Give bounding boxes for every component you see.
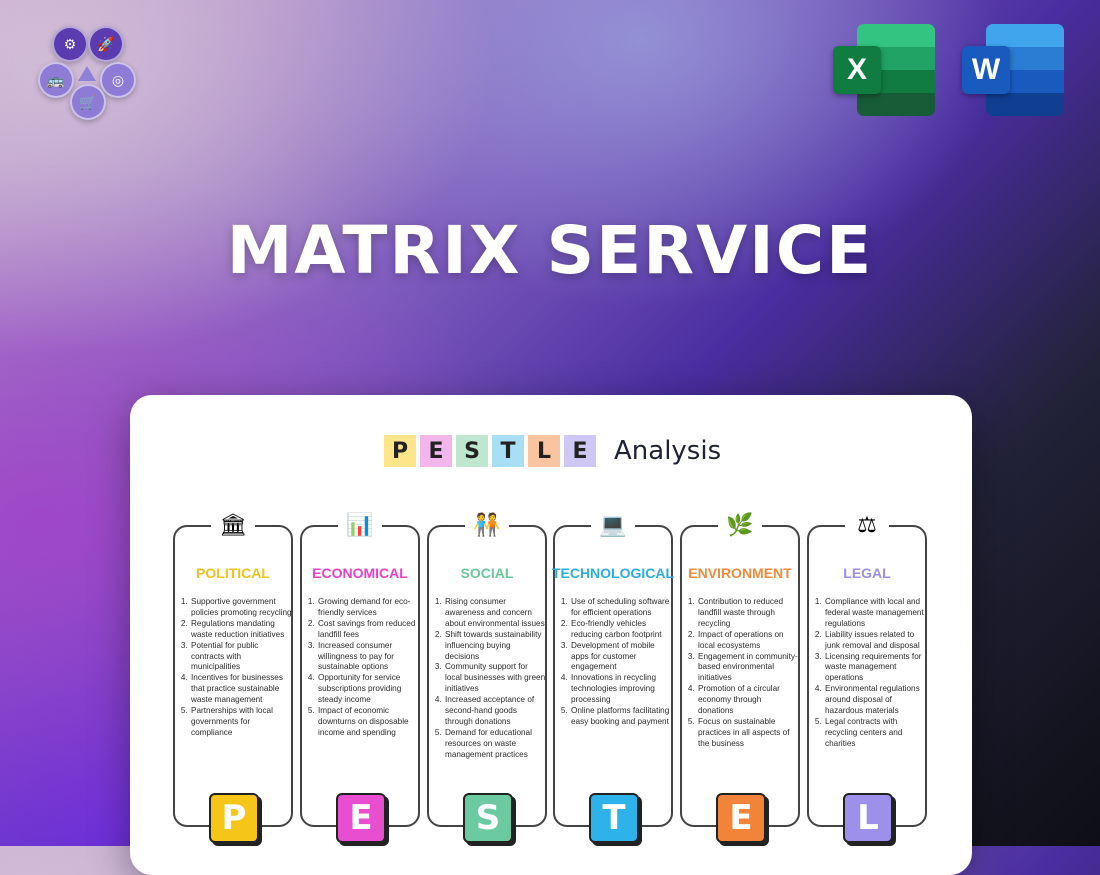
scales-icon: ⚖ [845, 511, 889, 539]
list-item: Liability issues related to junk removal… [824, 630, 926, 652]
list-item: Compliance with local and federal waste … [824, 597, 926, 630]
list-item: Supportive government policies promoting… [190, 597, 292, 619]
column-item-list: Rising consumer awareness and concern ab… [432, 597, 546, 761]
column-letter-badge: L [843, 793, 893, 843]
laptop-icon: 💻 [591, 511, 635, 539]
column-item-list: Contribution to reduced landfill waste t… [685, 597, 799, 750]
list-item: Cost savings from reduced landfill fees [317, 619, 419, 641]
bar-chart-icon: 📊 [338, 511, 382, 539]
column-letter-badge: T [589, 793, 639, 843]
column-item-list: Compliance with local and federal waste … [812, 597, 926, 750]
cart-icon: 🛒 [70, 84, 106, 120]
excel-icon: X [833, 24, 935, 116]
list-item: Partnerships with local governments for … [190, 706, 292, 739]
column-title: POLITICAL [196, 565, 270, 581]
page-title: MATRIX SERVICE [226, 212, 874, 289]
column-title: LEGAL [843, 565, 891, 581]
list-item: Contribution to reduced landfill waste t… [697, 597, 799, 630]
brand-logo: ⚙ 🚀 🚌 ◎ 🛒 [36, 20, 140, 120]
government-building-icon: 🏛 [211, 511, 255, 539]
column-title: SOCIAL [460, 565, 514, 581]
leaf-icon: 🌿 [718, 511, 762, 539]
list-item: Impact of operations on local ecosystems [697, 630, 799, 652]
list-item: Increased acceptance of second-hand good… [444, 695, 546, 728]
list-item: Engagement in community-based environmen… [697, 652, 799, 685]
column-title: ENVIRONMENT [688, 565, 792, 581]
list-item: Focus on sustainable practices in all as… [697, 717, 799, 750]
list-item: Shift towards sustainability influencing… [444, 630, 546, 663]
column-letter-badge: S [463, 793, 513, 843]
heading-letter-e: E [420, 435, 452, 467]
pestle-heading: P E S T L E Analysis [384, 435, 721, 467]
list-item: Demand for educational resources on wast… [444, 728, 546, 761]
column-title: TECHNOLOGICAL [551, 565, 675, 581]
list-item: Increased consumer willingness to pay fo… [317, 641, 419, 674]
list-item: Use of scheduling software for efficient… [570, 597, 672, 619]
list-item: Promotion of a circular economy through … [697, 684, 799, 717]
list-item: Community support for local businesses w… [444, 662, 546, 695]
word-icon: W [962, 24, 1064, 116]
heading-letter-e2: E [564, 435, 596, 467]
column-letter-badge: P [209, 793, 259, 843]
heading-letter-s: S [456, 435, 488, 467]
list-item: Innovations in recycling technologies im… [570, 673, 672, 706]
list-item: Legal contracts with recycling centers a… [824, 717, 926, 750]
bus-icon: 🚌 [38, 62, 74, 98]
heading-letter-t: T [492, 435, 524, 467]
list-item: Impact of economic downturns on disposab… [317, 706, 419, 739]
list-item: Opportunity for service subscriptions pr… [317, 673, 419, 706]
list-item: Incentives for businesses that practice … [190, 673, 292, 706]
list-item: Regulations mandating waste reduction in… [190, 619, 292, 641]
gear-icon: ⚙ [52, 26, 88, 62]
word-letter: W [962, 46, 1010, 94]
pestle-preview-card: P E S T L E Analysis 🏛 POLITICAL Supportiv… [130, 395, 972, 875]
target-icon: ◎ [100, 62, 136, 98]
list-item: Development of mobile apps for customer … [570, 641, 672, 674]
heading-letter-p: P [384, 435, 416, 467]
list-item: Eco-friendly vehicles reducing carbon fo… [570, 619, 672, 641]
list-item: Potential for public contracts with muni… [190, 641, 292, 674]
excel-letter: X [833, 46, 881, 94]
column-letter-badge: E [716, 793, 766, 843]
column-title: ECONOMICAL [312, 565, 408, 581]
list-item: Licensing requirements for waste managem… [824, 652, 926, 685]
list-item: Rising consumer awareness and concern ab… [444, 597, 546, 630]
column-item-list: Supportive government policies promoting… [178, 597, 292, 739]
column-item-list: Growing demand for eco-friendly services… [305, 597, 419, 739]
list-item: Growing demand for eco-friendly services [317, 597, 419, 619]
list-item: Online platforms facilitating easy booki… [570, 706, 672, 728]
heading-letter-l: L [528, 435, 560, 467]
column-item-list: Use of scheduling software for efficient… [558, 597, 672, 728]
column-letter-badge: E [336, 793, 386, 843]
people-icon: 🧑‍🤝‍🧑 [465, 511, 509, 539]
rocket-icon: 🚀 [88, 26, 124, 62]
heading-analysis-word: Analysis [614, 436, 722, 466]
logo-triangle [78, 66, 96, 81]
list-item: Environmental regulations around disposa… [824, 684, 926, 717]
